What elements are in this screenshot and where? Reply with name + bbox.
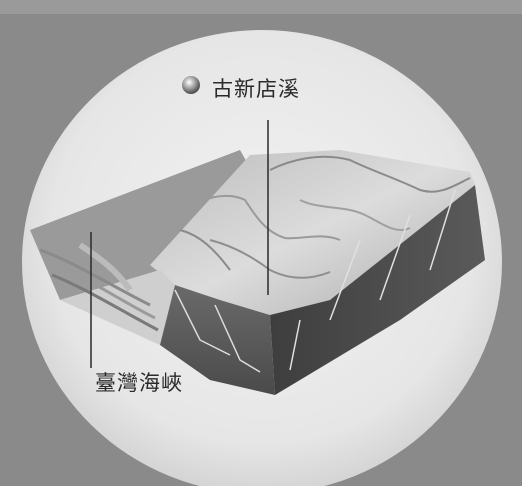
terrain-surface: [150, 150, 475, 315]
fault-line: [174, 289, 231, 356]
sphere-bullet-icon: [182, 76, 200, 94]
side-face-right: [270, 185, 485, 395]
ridge-line: [209, 239, 331, 279]
fault-line: [429, 189, 456, 271]
ridge-line: [269, 155, 471, 193]
fault-line: [214, 304, 261, 373]
fault-line: [289, 319, 301, 371]
top-border: [0, 0, 522, 14]
ridge-line: [179, 229, 231, 271]
ridge-line: [179, 194, 341, 241]
layer-line: [44, 260, 156, 320]
fault-line: [329, 239, 361, 321]
label-gu-xindian-creek: 古新店溪: [212, 77, 300, 101]
label-taiwan-strait: 臺灣海峽: [95, 371, 183, 395]
ridge-line: [299, 199, 411, 231]
layer-line: [51, 273, 159, 332]
fault-line: [379, 214, 411, 301]
sea-surface: [30, 150, 268, 300]
front-face-middle: [160, 285, 275, 395]
layer-line: [78, 242, 133, 292]
